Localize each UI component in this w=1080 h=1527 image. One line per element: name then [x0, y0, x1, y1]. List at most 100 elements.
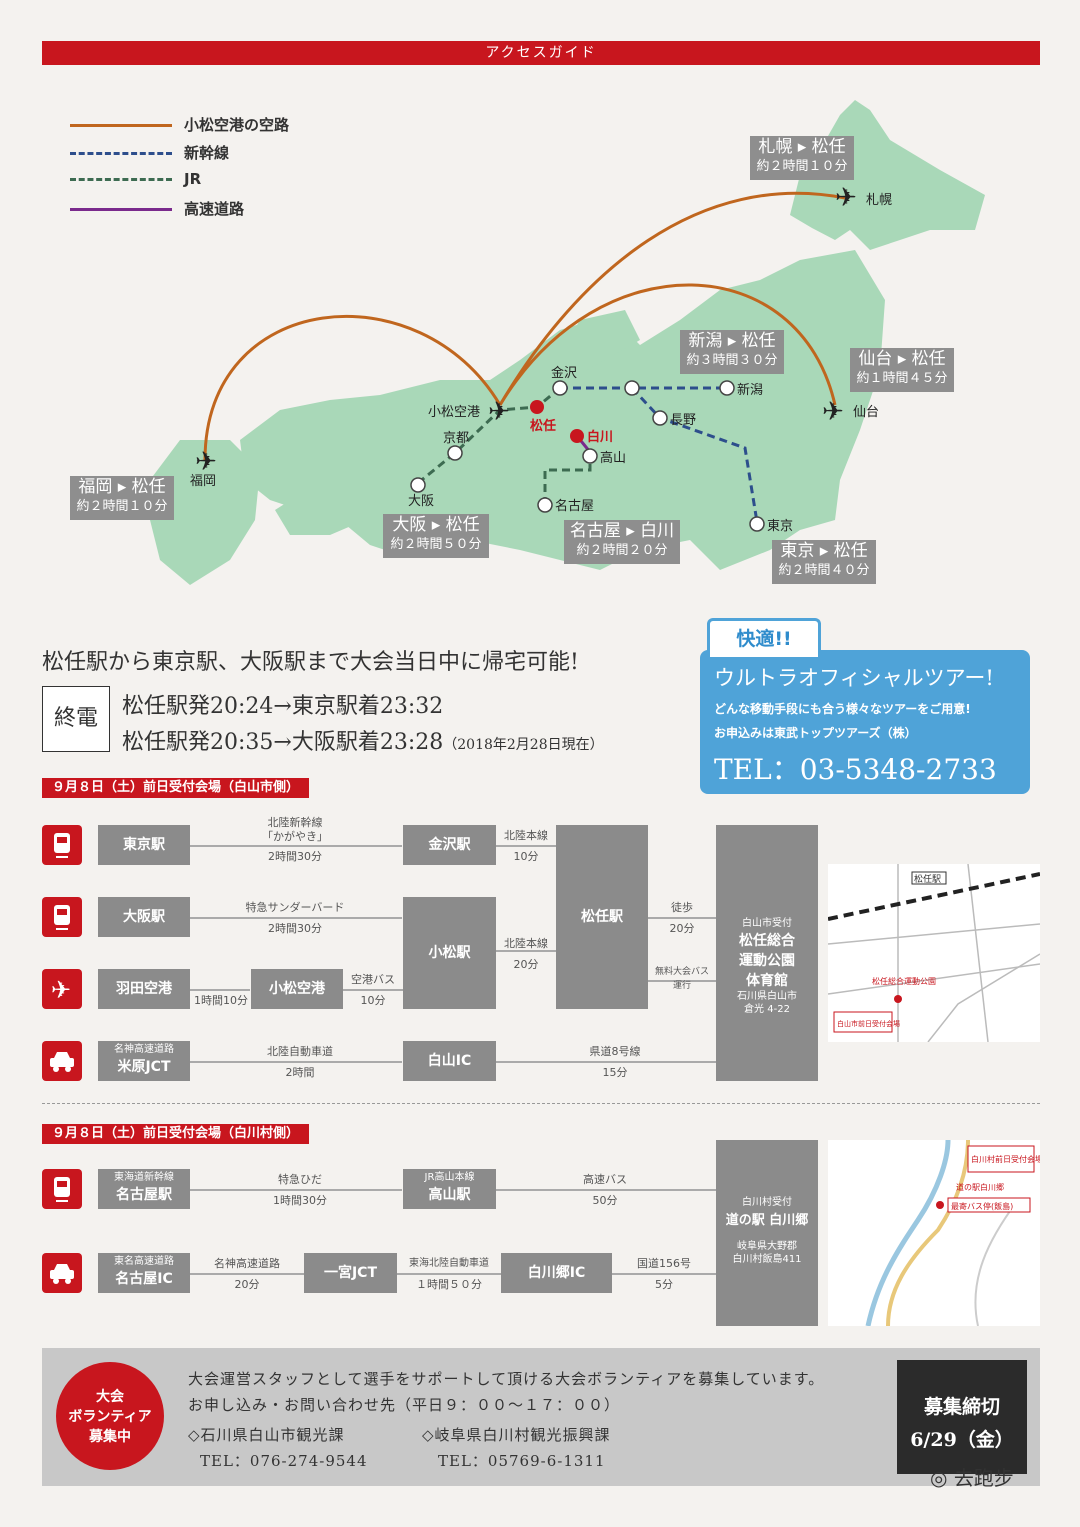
minimap-shirakawa: 白川村前日受付会場 道の駅白川郷 最寄バス停(飯島) — [828, 1140, 1040, 1326]
kyushu-land — [150, 440, 260, 585]
jr-line-nagoya — [543, 450, 592, 505]
return-message: 松任駅から東京駅、大阪駅まで大会当日中に帰宅可能! — [42, 650, 579, 675]
tour-line1: どんな移動手段にも合う様々なツアーをご用意! — [714, 702, 971, 716]
minimap-matto: 松任駅 松任総合運動公園 白山市前日受付会場 — [828, 864, 1040, 1042]
label-shirakawa: 白川 — [587, 429, 613, 445]
volunteer-badge: 大会 ボランティア 募集中 — [56, 1362, 164, 1470]
contact2-name: ◇岐阜県白川村観光振興課 — [422, 1426, 611, 1444]
train-icon — [42, 1169, 82, 1209]
label-sapporo: 札幌 — [866, 192, 892, 208]
label-tokyo: 東京 — [767, 518, 793, 534]
noto-peninsula — [545, 310, 640, 385]
label-kyoto: 京都 — [443, 431, 469, 446]
jct-ichinomiya: 一宮JCT — [304, 1253, 397, 1293]
volunteer-footer — [42, 1348, 1040, 1486]
tour-tab: 快適!! — [707, 618, 821, 657]
label-nagoya: 名古屋 — [555, 498, 594, 514]
airplane-icon: ✈ — [835, 183, 857, 213]
jr-line-osaka — [417, 386, 561, 485]
svg-text:白山市前日受付会場: 白山市前日受付会場 — [837, 1019, 900, 1028]
route-box-osaka: 大阪 ▸ 松任 約２時間５０分 — [383, 514, 489, 558]
contact1-tel[interactable]: TEL：076-274-9544 — [200, 1452, 368, 1470]
ic-hakusan: 白山IC — [403, 1041, 496, 1081]
access-guide-header: アクセスガイド — [42, 41, 1040, 65]
airport-haneda: 羽田空港 — [98, 969, 190, 1009]
nagano-point — [652, 410, 668, 426]
niigata-point — [719, 380, 735, 396]
shirakawa-point — [570, 429, 584, 443]
station-kanazawa: 金沢駅 — [403, 825, 496, 865]
air-route-sapporo — [498, 191, 846, 406]
air-route-sendai — [498, 283, 837, 406]
legend-item-shinkansen: 新幹線 — [70, 142, 229, 163]
route-box-nagoya: 名古屋 ▸ 白川 約２時間２０分 — [564, 520, 680, 564]
legend-item-air: 小松空港の空路 — [70, 114, 289, 135]
section-divider — [42, 1103, 1040, 1104]
ic-nagoya: 東名高速道路名古屋IC — [98, 1253, 190, 1293]
deadline-box: 募集締切 6/29（金） — [897, 1360, 1027, 1474]
label-matto: 松任 — [530, 418, 556, 434]
train-icon — [42, 897, 82, 937]
airplane-icon: ✈ — [195, 447, 217, 477]
label-kanazawa: 金沢 — [551, 365, 577, 381]
station-tokyo: 東京駅 — [98, 825, 190, 865]
route-box-niigata: 新潟 ▸ 松任 約３時間３０分 — [680, 330, 784, 374]
station-nagoya: 東海道新幹線名古屋駅 — [98, 1169, 190, 1209]
label-takayama: 高山 — [600, 450, 626, 466]
last-train-tokyo: 松任駅発20:24→東京駅着23:32 — [122, 694, 444, 719]
section2-label: ９月８日（土）前日受付会場（白川村側） — [42, 1124, 310, 1144]
route-box-sapporo: 札幌 ▸ 松任 約２時間１０分 — [750, 136, 854, 180]
airplane-icon: ✈ — [488, 397, 510, 427]
svg-text:✈: ✈ — [51, 976, 71, 1004]
tour-title: ウルトラオフィシャルツアー! — [714, 666, 994, 690]
tour-tel[interactable]: TEL：03-5348-2733 — [714, 753, 997, 786]
tour-box: ウルトラオフィシャルツアー! どんな移動手段にも合う様々なツアーをご用意! お申… — [700, 650, 1030, 794]
section1-label: ９月８日（土）前日受付会場（白山市側） — [42, 778, 310, 798]
osaka-point — [410, 477, 426, 493]
svg-text:最寄バス停(飯島): 最寄バス停(飯島) — [951, 1201, 1013, 1211]
label-komatsu-airport: 小松空港 — [428, 405, 480, 420]
label-osaka: 大阪 — [408, 494, 434, 509]
route-box-fukuoka: 福岡 ▸ 松任 約２時間１０分 — [70, 476, 174, 520]
label-niigata: 新潟 — [737, 382, 763, 398]
tokyo-point — [749, 516, 765, 532]
air-route-fukuoka — [203, 315, 502, 461]
last-train-osaka: 松任駅発20:35→大阪駅着23:28（2018年2月28日現在） — [122, 730, 604, 755]
svg-text:松任総合運動公園: 松任総合運動公園 — [872, 976, 936, 986]
station-matto: 松任駅 — [556, 825, 648, 1009]
station-komatsu: 小松駅 — [403, 897, 496, 1009]
shikoku-land — [275, 475, 370, 535]
train-icon — [42, 825, 82, 865]
kanazawa-point — [552, 380, 568, 396]
legend-item-highway: 高速道路 — [70, 198, 244, 219]
car-icon — [42, 1253, 82, 1293]
label-fukuoka: 福岡 — [190, 474, 216, 489]
airplane-icon: ✈ — [42, 969, 82, 1009]
venue-shirakawa: 白川村受付 道の駅 白川郷 岐阜県大野郡 白川村飯島411 — [716, 1140, 818, 1326]
jct-maibara: 名神高速道路米原JCT — [98, 1041, 190, 1081]
contact2-tel[interactable]: TEL：05769-6-1311 — [438, 1452, 606, 1470]
route-box-tokyo: 東京 ▸ 松任 約２時間４０分 — [772, 540, 876, 584]
watermark: ◎ 去跑步 — [930, 1466, 1014, 1490]
volunteer-text2: お申し込み・お問い合わせ先（平日９：００～１７：００） — [188, 1396, 621, 1414]
airport-komatsu: 小松空港 — [251, 969, 343, 1009]
svg-text:道の駅白川郷: 道の駅白川郷 — [956, 1182, 1004, 1192]
label-sendai: 仙台 — [853, 405, 879, 420]
legend-item-jr: JR — [70, 170, 201, 188]
venue-matto: 白山市受付 松任総合 運動公園 体育館 石川県白山市 倉光 4-22 — [716, 825, 818, 1081]
airplane-icon: ✈ — [822, 397, 844, 427]
takayama-point — [582, 448, 598, 464]
svg-text:松任駅: 松任駅 — [914, 873, 941, 885]
svg-text:白川村前日受付会場: 白川村前日受付会場 — [971, 1154, 1040, 1164]
route-box-sendai: 仙台 ▸ 松任 約１時間４５分 — [850, 348, 954, 392]
ic-shirakawago: 白川郷IC — [501, 1253, 612, 1293]
matto-point — [530, 400, 544, 414]
contact1-name: ◇石川県白山市観光課 — [188, 1426, 345, 1444]
station-takayama: JR高山本線高山駅 — [403, 1169, 496, 1209]
station-osaka: 大阪駅 — [98, 897, 190, 937]
car-icon — [42, 1041, 82, 1081]
last-train-label: 終電 — [42, 686, 110, 752]
nagoya-point — [537, 497, 553, 513]
tour-line2: お申込みは東武トップツアーズ（株） — [714, 726, 917, 740]
junction-point — [624, 380, 640, 396]
